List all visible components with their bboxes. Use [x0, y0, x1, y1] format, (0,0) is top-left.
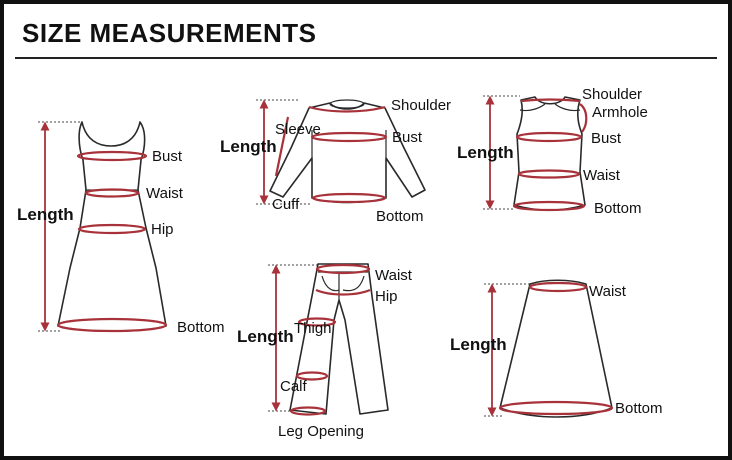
dress-bottom-line [56, 317, 168, 333]
shirt-diagram: Length Sleeve Shoulder Bust Cuff Bottom [220, 97, 451, 225]
skirt-bottom-line [498, 400, 614, 416]
shirt-sleeve-line [274, 116, 290, 177]
shirt-bust-label: Bust [392, 129, 423, 146]
dress-bust-label: Bust [152, 148, 183, 165]
shirt-sleeve-label: Sleeve [275, 121, 321, 138]
skirt-bottom-label: Bottom [615, 400, 663, 417]
tank-shoulder-line [520, 98, 581, 103]
skirt-length-label: Length [450, 335, 507, 354]
dress-hip-label: Hip [151, 221, 174, 238]
tank-length-label: Length [457, 143, 514, 162]
pants-hip-label: Hip [375, 288, 398, 305]
pants-waist-label: Waist [375, 267, 413, 284]
tank-diagram: Length Shoulder Armhole Bust Waist Botto… [457, 86, 648, 217]
shirt-length-label: Length [220, 137, 277, 156]
pants-waist-line [315, 263, 371, 275]
tank-bottom-label: Bottom [594, 200, 642, 217]
dress-hip-line [77, 223, 147, 235]
dress-diagram: Length Bust Waist Hip Bottom [17, 121, 225, 336]
skirt-waist-line [528, 281, 588, 293]
tank-armhole-label: Armhole [592, 104, 648, 121]
pants-leg-opening-line [289, 406, 327, 416]
title-divider [15, 57, 717, 59]
dress-waist-line [84, 188, 140, 198]
dress-length-label: Length [17, 205, 74, 224]
dress-waist-label: Waist [146, 185, 184, 202]
skirt-diagram: Length Waist Bottom [450, 279, 663, 418]
tank-outline [513, 96, 586, 211]
tank-shoulder-label: Shoulder [582, 86, 642, 103]
pants-calf-line [295, 371, 329, 381]
skirt-outline [499, 279, 613, 418]
shirt-outline [269, 102, 426, 204]
pants-outline [289, 263, 389, 415]
pants-calf-label: Calf [280, 378, 308, 395]
tank-bust-label: Bust [591, 130, 622, 147]
shirt-shoulder-label: Shoulder [391, 97, 451, 114]
pants-length-label: Length [237, 327, 294, 346]
shirt-bottom-label: Bottom [376, 208, 424, 225]
tank-waist-line [517, 169, 581, 179]
shirt-cuff-label: Cuff [272, 196, 300, 213]
dress-outline [57, 121, 167, 333]
dress-bottom-label: Bottom [177, 319, 225, 336]
tank-bottom-line [512, 200, 586, 212]
page-title: SIZE MEASUREMENTS [22, 18, 317, 48]
tank-waist-label: Waist [583, 167, 621, 184]
skirt-waist-label: Waist [589, 283, 627, 300]
pants-thigh-label: Thigh [294, 320, 332, 337]
tank-armhole-line [579, 103, 588, 133]
pants-thigh-line [297, 317, 337, 327]
pants-hip-line [315, 288, 371, 296]
shirt-bottom-line [311, 192, 387, 204]
tank-bust-line [515, 131, 583, 143]
pants-diagram: Length Waist Hip Thigh Calf Leg Opening [237, 263, 413, 440]
pants-leg-opening-label: Leg Opening [278, 423, 364, 440]
dress-bust-line [76, 150, 148, 162]
shirt-bust-line [310, 131, 388, 143]
shirt-shoulder-line [308, 105, 386, 113]
